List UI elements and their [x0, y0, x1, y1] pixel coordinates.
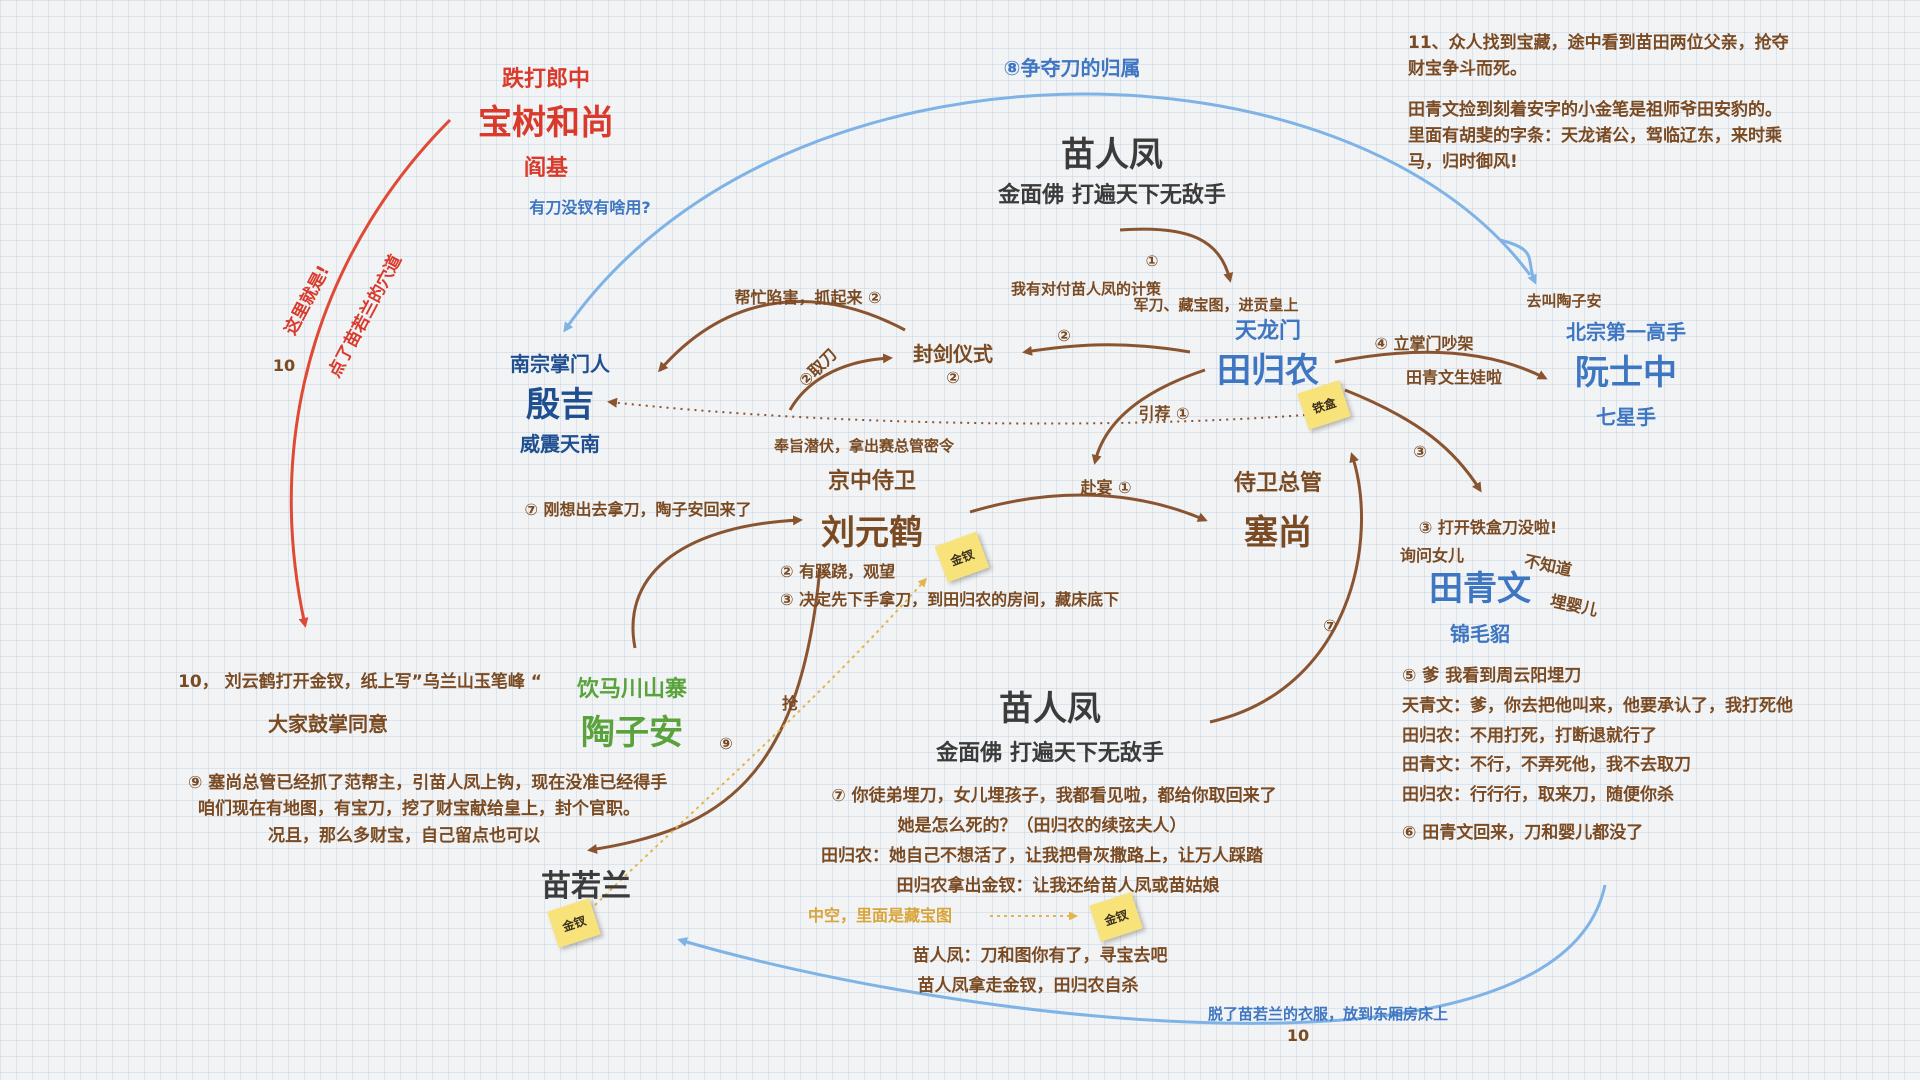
tao-name: 陶子安	[581, 713, 683, 753]
edge-tgn-to-liuyuanhe	[1091, 368, 1206, 465]
note-9-line-c: 况且，那么多财宝，自己留点也可以	[268, 825, 540, 846]
label-ten-bottom: 10	[1286, 1026, 1310, 1045]
edge-tgn-to-ruanshizhong	[1334, 350, 1548, 380]
edge-bottom-blue-arc	[677, 884, 1607, 1025]
tqw-sub: 锦毛貂	[1450, 622, 1510, 646]
liu-name: 刘元鹤	[821, 513, 923, 553]
label-juedi: ③ 决定先下手拿刀，到田归农的房间，藏床底下	[780, 590, 1120, 609]
note-5-line-a: ⑤ 爹 我看到周云阳埋刀	[1402, 666, 1582, 686]
liu-title: 京中侍卫	[827, 469, 917, 494]
label-jihua-2: 我有对付苗人凤的计策	[1010, 280, 1162, 298]
ruan-name: 阮士中	[1575, 353, 1677, 393]
yinji-title: 南宗掌门人	[510, 352, 610, 376]
note-7-a: ⑦ 你徒弟埋刀，女儿埋孩子，我都看见啦，都给你取回来了	[831, 786, 1277, 806]
label-bangmang: 帮忙陷害，抓起来 ②	[734, 288, 882, 307]
edge-qiang-dotted	[579, 577, 927, 921]
note-11-line-e: 马，归时御风!	[1408, 152, 1518, 173]
label-zhengduo: ⑧争夺刀的归属	[1003, 56, 1141, 80]
edge-qudao	[788, 353, 893, 411]
note-5-line-c: 田归农：不用打死，打断退就行了	[1402, 725, 1657, 746]
tgn-title: 天龙门	[1234, 319, 1302, 344]
label-jihua-num: ①	[1145, 252, 1159, 270]
label-ten-left: 10	[272, 356, 296, 375]
label-qiaoyue: ② 有蹊跷，观望	[780, 562, 896, 581]
label-tiehe-open: ③ 打开铁盒刀没啦!	[1418, 518, 1558, 537]
label-qiang: 抢	[781, 694, 799, 713]
edge-zhengduo-to-ruanshizhong	[1499, 238, 1537, 285]
baoshu-sub: 阎基	[523, 156, 569, 181]
saishang-title: 侍卫总管	[1233, 471, 1323, 496]
note-11-line-c: 田青文捡到刻着安字的小金笔是祖师爷田安豹的。	[1408, 99, 1782, 120]
saishang-name: 塞尚	[1244, 513, 1312, 553]
miao-top-name: 苗人凤	[1061, 135, 1163, 175]
baoshu-title: 跌打郎中	[501, 67, 591, 92]
note-11-line-b: 财宝争斗而死。	[1408, 59, 1527, 80]
note-5-line-e: 田归农：行行行，取来刀，随便你杀	[1402, 785, 1674, 805]
miao-bottom-name: 苗人凤	[999, 689, 1101, 729]
note-7-c: 田归农：她自己不想活了，让我把骨灰撒路上，让万人踩踏	[821, 846, 1263, 866]
label-num9: ⑨	[719, 734, 733, 753]
note-9: ⑨ 塞尚总管已经抓了范帮主，引苗人凤上钩，现在没准已经得手 咱们现在有地图，有宝…	[188, 770, 667, 849]
label-zhongkong: 中空，里面是藏宝图	[807, 906, 953, 925]
note-10-b: 大家鼓掌同意	[268, 712, 388, 736]
note-5-line-d: 田青文：不行，不弄死他，我不去取刀	[1402, 755, 1691, 776]
fengjian-name: 封剑仪式	[913, 342, 993, 366]
ruan-sub: 七星手	[1596, 405, 1656, 429]
note-11-line-d: 里面有胡斐的字条：天龙诸公，驾临辽东，来时乘	[1408, 126, 1782, 147]
tgn-name: 田归农	[1217, 351, 1319, 391]
label-lizhangmen: ④ 立掌门吵架	[1374, 334, 1474, 353]
note-11-line-a: 11、众人找到宝藏，途中看到苗田两位父亲，抢夺	[1408, 33, 1789, 53]
label-quqiao: 去叫陶子安	[1526, 292, 1602, 310]
yinji-sub: 威震天南	[520, 432, 600, 456]
edge-fengjian-to-yinji	[658, 300, 906, 373]
label-fengzhi: 奉旨潜伏，拿出赛总管密令	[773, 437, 955, 455]
note-6: ⑥ 田青文回来，刀和婴儿都没了	[1402, 822, 1644, 843]
note-5-line-b: 天青文：爹，你去把他叫来，他要承认了，我打死他	[1402, 695, 1793, 716]
label-num3: ③	[1413, 442, 1427, 461]
note-5: ⑤ 爹 我看到周云阳埋刀 天青文：爹，你去把他叫来，他要承认了，我打死他 田归农…	[1402, 662, 1793, 849]
ruan-title: 北宗第一高手	[1566, 320, 1686, 344]
edge-fuyan	[969, 493, 1208, 522]
edge-taozian-to-liuyuanhe	[631, 515, 803, 649]
label-gangxiang: ⑦ 刚想出去拿刀，陶子安回来了	[524, 500, 752, 519]
note-7-b: 她是怎么死的？（田归农的续弦夫人）	[897, 816, 1187, 836]
note-9-line-b: 咱们现在有地图，有宝刀，挖了财宝献给皇上，封个官职。	[198, 799, 640, 820]
note-9-line-a: ⑨ 塞尚总管已经抓了范帮主，引苗人凤上钩，现在没准已经得手	[188, 773, 668, 793]
yinji-name: 殷吉	[526, 385, 594, 425]
note-7-d: 田归农拿出金钗：让我还给苗人凤或苗姑娘	[896, 876, 1220, 896]
tao-title: 饮马川山寨	[576, 677, 688, 702]
label-fuyan: 赴宴 ①	[1080, 478, 1132, 497]
baoshu-name: 宝树和尚	[478, 103, 614, 143]
edge-tgn-to-tianqingwen	[1344, 388, 1482, 493]
label-tgn-fengjian: ②	[1057, 326, 1071, 345]
baoshu-note: 有刀没钗有啥用?	[529, 198, 651, 217]
label-tuole: 脱了苗若兰的衣服，放到东厢房床上	[1207, 1005, 1449, 1023]
label-tqw-shengwa: 田青文生娃啦	[1405, 368, 1503, 387]
note-11: 11、众人找到宝藏，途中看到苗田两位父亲，抢夺 财宝争斗而死。 田青文捡到刻着安…	[1408, 30, 1789, 176]
edge-miao-to-tgn	[1119, 227, 1234, 283]
miao-bottom-sub: 金面佛 打遍天下无敌手	[936, 741, 1164, 766]
note-10: 10， 刘云鹤打开金钗，纸上写”乌兰山玉笔峰 “	[178, 672, 542, 692]
edge-yinjian-dotted	[607, 397, 1306, 425]
label-xunwen: 询问女儿	[1399, 546, 1465, 565]
fengjian-num: ②	[946, 368, 960, 387]
label-num7: ⑦	[1323, 616, 1337, 635]
edge-zhengduo-to-yinji	[563, 92, 1532, 333]
label-jihua-3: 军刀、藏宝图，进贡皇上	[1133, 296, 1299, 314]
miao-top-sub: 金面佛 打遍天下无敌手	[998, 183, 1226, 208]
note-7-f: 苗人凤拿走金钗，田归农自杀	[917, 976, 1139, 996]
edge-miao-bottom-to-tgn	[1209, 452, 1363, 724]
edge-tgn-to-fengjian	[1022, 343, 1191, 356]
tqw-name: 田青文	[1429, 569, 1531, 609]
edge-liuyuanhe-to-miaoruolan	[587, 567, 822, 854]
note-7-e: 苗人凤：刀和图你有了，寻宝去吧	[912, 946, 1168, 966]
edge-baoshu-to-miaoruolan	[289, 118, 452, 628]
label-yinjian: 引荐 ①	[1138, 404, 1190, 423]
